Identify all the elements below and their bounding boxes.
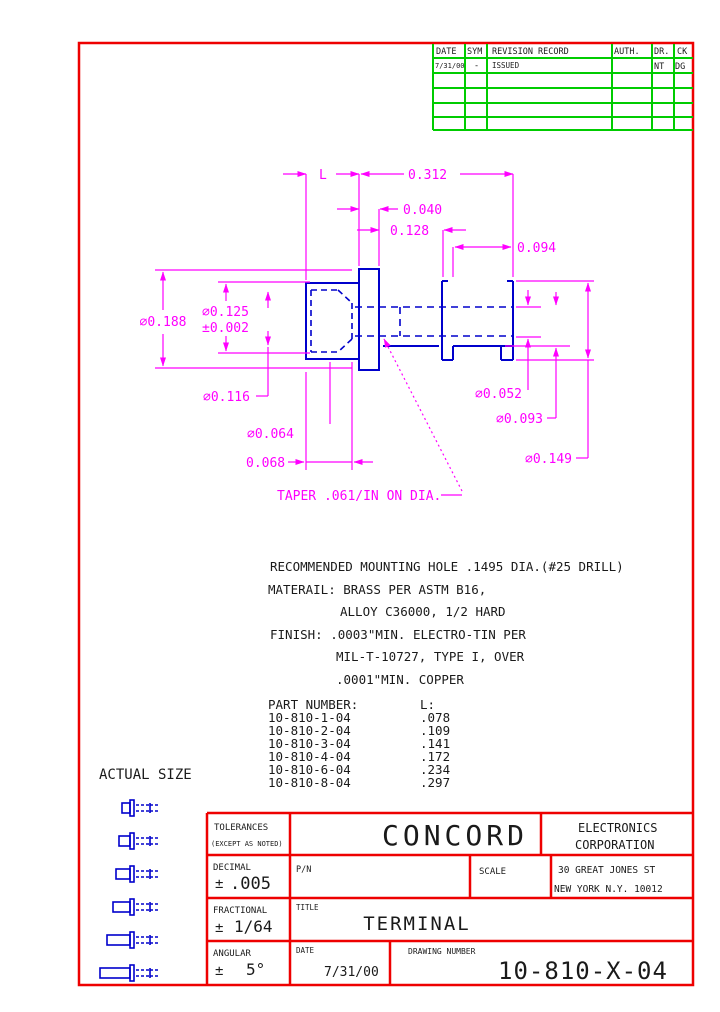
pn-label: P/N bbox=[296, 865, 311, 875]
dim-hole-tol: ±0.002 bbox=[202, 321, 249, 336]
company-corp-line1: ELECTRONICS bbox=[578, 821, 657, 835]
address-line2: NEW YORK N.Y. 10012 bbox=[554, 884, 663, 895]
dimension-labels: L 0.312 0.040 0.128 0.094 ∅0.188 ∅0.125 … bbox=[140, 168, 572, 504]
note-material-1: MATERAIL: BRASS PER ASTM B16, bbox=[268, 582, 486, 597]
dimension-annotations bbox=[155, 171, 594, 496]
note-finish-3: .0001"MIN. COPPER bbox=[336, 672, 464, 687]
dim-0128: 0.128 bbox=[390, 224, 429, 239]
dim-0312: 0.312 bbox=[408, 168, 447, 183]
revision-row-ck: DG bbox=[675, 62, 685, 72]
flange-outline bbox=[358, 268, 380, 371]
revision-record-table: DATE SYM REVISION RECORD AUTH. DR. CK 7/… bbox=[432, 44, 693, 131]
company-name: CONCORD bbox=[382, 819, 528, 852]
address-line1: 30 GREAT JONES ST bbox=[558, 865, 656, 876]
angular-value: 5° bbox=[246, 960, 265, 979]
revision-row-record: ISSUED bbox=[492, 61, 520, 70]
actual-size-terminal-6 bbox=[99, 964, 158, 982]
drawing-notes: RECOMMENDED MOUNTING HOLE .1495 DIA.(#25… bbox=[268, 559, 624, 687]
dim-0093: ∅0.093 bbox=[496, 412, 543, 427]
part-row-pn: 10-810-1-04 bbox=[268, 710, 351, 725]
part-table-rows: 10-810-1-04 .078 10-810-2-04 .109 10-810… bbox=[268, 710, 450, 790]
taper-note: TAPER .061/IN ON DIA. bbox=[277, 489, 441, 504]
dim-hole-dia: ∅0.125 bbox=[202, 305, 249, 320]
note-finish-2: MIL-T-10727, TYPE I, OVER bbox=[336, 649, 525, 664]
decimal-plusminus: ± bbox=[215, 876, 223, 892]
pin-profile bbox=[383, 280, 514, 361]
dim-L: L bbox=[319, 168, 327, 183]
revision-table-grid bbox=[432, 44, 693, 131]
decimal-label: DECIMAL bbox=[213, 863, 251, 873]
actual-size-terminal-1 bbox=[121, 799, 158, 817]
revision-header-auth: AUTH. bbox=[614, 47, 640, 57]
company-corp-line2: CORPORATION bbox=[575, 838, 654, 852]
actual-size-terminal-2 bbox=[118, 832, 158, 850]
part-row-pn: 10-810-3-04 bbox=[268, 736, 351, 751]
actual-size-terminal-5 bbox=[106, 931, 158, 949]
part-table-header-l: L: bbox=[420, 697, 435, 712]
date-label: DATE bbox=[296, 946, 315, 955]
part-table-header-pn: PART NUMBER: bbox=[268, 697, 358, 712]
title-block-grid bbox=[205, 811, 693, 985]
revision-header-sym: SYM bbox=[467, 47, 482, 57]
decimal-value: .005 bbox=[230, 874, 271, 894]
fractional-plusminus: ± bbox=[215, 920, 223, 936]
date-value: 7/31/00 bbox=[324, 965, 379, 980]
dim-0040: 0.040 bbox=[403, 203, 442, 218]
drawing-number-value: 10-810-X-04 bbox=[498, 957, 668, 985]
part-row-l: .297 bbox=[420, 775, 450, 790]
part-row-pn: 10-810-6-04 bbox=[268, 762, 351, 777]
tolerances-except-label: (EXCEPT AS NOTED) bbox=[211, 840, 283, 848]
part-row-pn: 10-810-4-04 bbox=[268, 749, 351, 764]
revision-header-dr: DR. bbox=[654, 47, 669, 57]
actual-size-terminal-4 bbox=[112, 898, 158, 916]
note-mounting-hole: RECOMMENDED MOUNTING HOLE .1495 DIA.(#25… bbox=[270, 559, 624, 574]
dim-0149: ∅0.149 bbox=[525, 452, 572, 467]
scale-label: SCALE bbox=[479, 867, 506, 877]
cup-hole-hidden-lines bbox=[310, 289, 353, 353]
revision-row-date: 7/31/00 bbox=[435, 62, 465, 70]
drawing-title: TERMINAL bbox=[363, 913, 471, 935]
part-row-l: .109 bbox=[420, 723, 450, 738]
angular-plusminus: ± bbox=[215, 963, 223, 979]
revision-row-sym: - bbox=[474, 61, 479, 71]
part-row-pn: 10-810-2-04 bbox=[268, 723, 351, 738]
title-block: TOLERANCES (EXCEPT AS NOTED) DECIMAL ± .… bbox=[205, 811, 693, 985]
tolerances-label: TOLERANCES bbox=[214, 823, 268, 833]
note-material-2: ALLOY C36000, 1/2 HARD bbox=[340, 604, 506, 619]
actual-size-label: ACTUAL SIZE bbox=[99, 767, 192, 783]
terminal-part-view bbox=[305, 268, 514, 371]
revision-header-date: DATE bbox=[436, 47, 456, 57]
solder-cup-outline bbox=[305, 282, 359, 360]
dim-0068: 0.068 bbox=[246, 456, 285, 471]
dim-0064: ∅0.064 bbox=[247, 427, 294, 442]
actual-size-terminal-3 bbox=[115, 865, 158, 883]
title-label: TITLE bbox=[296, 903, 319, 912]
drawing-number-label: DRAWING NUMBER bbox=[408, 947, 476, 956]
sheet-border bbox=[77, 41, 695, 987]
part-row-l: .172 bbox=[420, 749, 450, 764]
part-row-l: .234 bbox=[420, 762, 450, 777]
part-row-l: .078 bbox=[420, 710, 450, 725]
angular-label: ANGULAR bbox=[213, 949, 252, 959]
dim-flange-dia: ∅0.188 bbox=[140, 315, 187, 330]
revision-header-record: REVISION RECORD bbox=[492, 47, 569, 57]
part-number-table: PART NUMBER: L: 10-810-1-04 .078 10-810-… bbox=[268, 697, 450, 790]
pin-hidden-lines bbox=[355, 306, 513, 337]
part-row-pn: 10-810-8-04 bbox=[268, 775, 351, 790]
dim-0116: ∅0.116 bbox=[203, 390, 250, 405]
dim-0052: ∅0.052 bbox=[475, 387, 522, 402]
revision-row-dr: NT bbox=[654, 62, 664, 72]
fractional-value: 1/64 bbox=[234, 917, 273, 936]
fractional-label: FRACTIONAL bbox=[213, 906, 267, 916]
actual-size-section: ACTUAL SIZE bbox=[99, 767, 192, 982]
dim-0094: 0.094 bbox=[517, 241, 556, 256]
note-finish-1: FINISH: .0003"MIN. ELECTRO-TIN PER bbox=[270, 627, 526, 642]
part-row-l: .141 bbox=[420, 736, 450, 751]
revision-header-ck: CK bbox=[677, 47, 688, 57]
